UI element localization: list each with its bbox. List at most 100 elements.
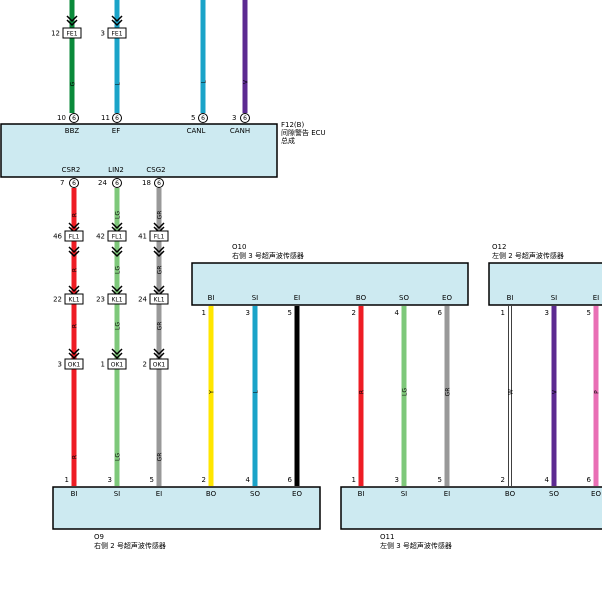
connector-box: [149, 293, 169, 305]
o9-pin-label: EI: [156, 490, 163, 498]
bottom-pin-label: SO: [250, 490, 260, 498]
pin-circle: [112, 178, 122, 188]
ecu-top-pin-label: EF: [112, 127, 120, 135]
connector-chevron: [68, 285, 80, 293]
pin-circle-num: 6: [201, 115, 205, 122]
o12-name: 左侧 2 号超声波传感器: [492, 251, 564, 260]
connector-label: FL1: [154, 234, 165, 241]
o9-sensor-box: [52, 486, 321, 530]
wire-color-code: G: [70, 81, 77, 86]
o12-pin-label: BI: [507, 294, 514, 302]
connector-label: OK1: [153, 362, 166, 369]
bottom-pin-num: 5: [438, 476, 442, 484]
wire-color-code: V: [552, 389, 559, 394]
o12-pin-label: SI: [551, 294, 558, 302]
o11-code: O11: [380, 533, 394, 541]
pin-circle-num: 6: [115, 180, 119, 187]
connector-pin-num: 22: [53, 296, 62, 304]
o12-code: O12: [492, 243, 506, 251]
connector-chevron: [153, 352, 165, 360]
wire-color-code: GR: [157, 211, 164, 220]
o10-sensor-box: [191, 262, 469, 306]
o10-pin-label: BO: [356, 294, 367, 302]
ecu-top-pin-num: 3: [232, 114, 236, 122]
pin-circle: [112, 113, 122, 123]
connector-label: KL1: [153, 297, 164, 304]
connector-chevron: [111, 246, 123, 254]
wire-color-code: P: [594, 390, 601, 394]
connector-chevron: [68, 246, 80, 254]
connector-chevron: [111, 19, 123, 27]
connector-label: FL1: [69, 234, 80, 241]
connector-box: [107, 293, 127, 305]
bottom-pin-num: 2: [202, 476, 206, 484]
wire-color-code: GR: [157, 453, 164, 462]
wire-color-code: L: [115, 82, 122, 86]
o10-pin-label: BI: [208, 294, 215, 302]
connector-pin-num: 3: [58, 361, 62, 369]
connector-chevron: [153, 246, 165, 254]
wire-color-code: L: [253, 390, 260, 394]
connector-chevron: [153, 222, 165, 230]
ecu-bottom-pin-label: LIN2: [108, 166, 124, 174]
connector-chevron: [111, 348, 123, 356]
connector-box: [107, 230, 127, 242]
bottom-pin-label: BI: [358, 490, 365, 498]
connector-box: [107, 358, 127, 370]
o9-code: O9: [94, 533, 104, 541]
o10-pin-num: 6: [438, 309, 443, 317]
connector-chevron: [153, 250, 165, 258]
o10-code: O10: [232, 243, 246, 251]
connector-chevron: [68, 348, 80, 356]
o12-sensor-box: [488, 262, 602, 306]
ecu-box: [0, 123, 278, 178]
wire-color-code: GR: [445, 388, 452, 397]
bottom-pin-label: SI: [401, 490, 408, 498]
ecu-top-pin-label: BBZ: [65, 127, 80, 135]
ecu-bottom-pin-label: CSG2: [146, 166, 165, 174]
wire-color-code: GR: [157, 266, 164, 275]
o9-pin-num: 3: [108, 476, 112, 484]
connector-chevron: [153, 348, 165, 356]
connector-chevron: [66, 19, 78, 27]
o9-pin-num: 5: [150, 476, 154, 484]
ecu-top-pin-num: 11: [101, 114, 110, 122]
connector-label: FL1: [112, 234, 123, 241]
bottom-pin-num: 6: [587, 476, 592, 484]
connector-pin-num: 41: [138, 233, 147, 241]
pin-circle: [154, 178, 164, 188]
wire-color-code: R: [72, 455, 79, 459]
bottom-pin-num: 3: [395, 476, 399, 484]
connector-chevron: [66, 15, 78, 23]
o10-pin-num: 3: [246, 309, 250, 317]
connector-box: [149, 230, 169, 242]
connector-box: [107, 27, 127, 39]
wire-color-code: R: [72, 213, 79, 217]
connector-pin-num: 1: [101, 361, 105, 369]
ecu-bottom-pin-label: CSR2: [62, 166, 81, 174]
o12-pin-num: 5: [587, 309, 591, 317]
connector-chevron: [68, 222, 80, 230]
o12-pin-num: 3: [545, 309, 549, 317]
wire-color-code: L: [201, 80, 208, 84]
ecu-name-line1: 间隙警告 ECU: [281, 128, 326, 137]
connector-box: [149, 358, 169, 370]
ecu-top-pins: 10 11 5 3 6 6 6 6 BBZ EF CANL CANH: [57, 113, 250, 135]
o10-name: 右侧 3 号超声波传感器: [232, 251, 304, 260]
bottom-pin-label: EI: [444, 490, 451, 498]
o10-pin-label: SI: [252, 294, 259, 302]
connector-box: [64, 230, 84, 242]
wire-color-code: GR: [157, 322, 164, 331]
bottom-pin-label: BO: [505, 490, 516, 498]
wire-color-code: W: [508, 389, 515, 395]
wire-color-code: B: [295, 390, 302, 394]
bottom-pin-num: 6: [288, 476, 293, 484]
connector-chevron: [111, 352, 123, 360]
connector-box: [64, 358, 84, 370]
pin-circle: [69, 113, 79, 123]
ecu-code: F12(B): [281, 121, 304, 129]
ecu-bottom-pins: CSR2 LIN2 CSG2 7 24 18 6 6 6: [60, 166, 166, 188]
o10-pin-num: 4: [395, 309, 400, 317]
bottom-pin-label: BO: [206, 490, 217, 498]
o11-sensor-box: [340, 486, 602, 530]
